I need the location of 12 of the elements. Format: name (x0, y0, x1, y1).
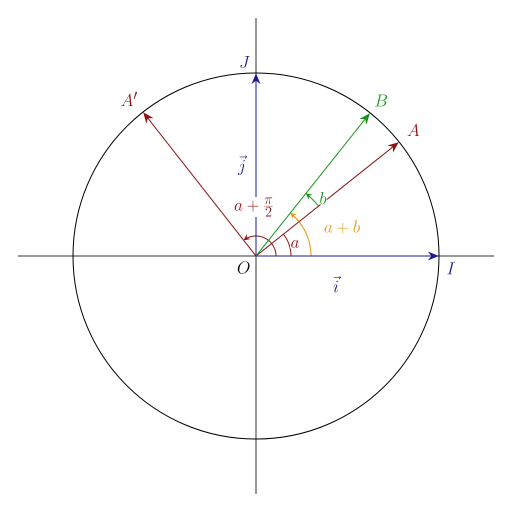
point-label: $A$ (408, 124, 420, 136)
angle-label: $b$ (318, 192, 328, 204)
point-label: $I$ (447, 262, 455, 274)
angle-label: $a$ (290, 240, 300, 248)
point-label: $J$ (240, 56, 250, 68)
point-label: $O$ (238, 261, 250, 274)
vector-label: $\vec{j}$ (237, 154, 248, 176)
point-label: $B$ (375, 94, 388, 106)
point-label: $A'$ (121, 92, 138, 106)
angle-label: $a+\frac{\pi}{2}$ (234, 197, 274, 217)
vector-label: $\vec{i}$ (332, 274, 342, 294)
angle-label: $a+b$ (323, 220, 361, 234)
